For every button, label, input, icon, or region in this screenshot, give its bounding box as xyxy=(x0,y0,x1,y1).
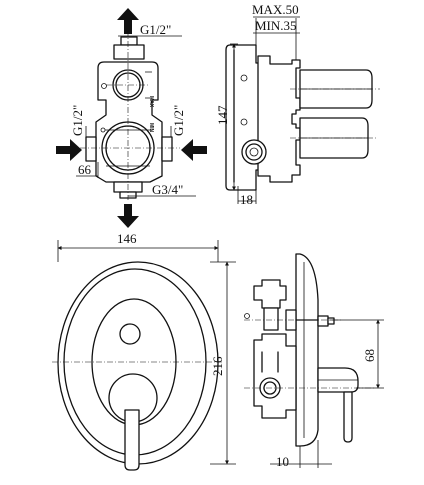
label-g-top: G1/2" xyxy=(140,22,171,37)
label-dim-10: 10 xyxy=(276,454,289,469)
label-dim-18: 18 xyxy=(240,192,253,207)
label-g-left: G1/2" xyxy=(70,105,85,136)
trim-plate-dimensions: 146 216 xyxy=(57,231,236,465)
front-view-dimensions: G1/2" G1/2" G1/2" 66 G3/4" xyxy=(70,22,196,197)
flow-arrow-down-icon xyxy=(117,204,139,228)
label-g-right: G1/2" xyxy=(171,105,186,136)
label-dim-66: 66 xyxy=(78,162,92,177)
flow-arrow-up-icon xyxy=(117,8,139,34)
trim-plate-front-view xyxy=(52,261,222,471)
flow-arrow-right-icon xyxy=(181,139,207,161)
trim-plate-side-view xyxy=(244,253,374,447)
label-min: MIN.35 xyxy=(255,18,297,33)
valve-body-side-view xyxy=(225,44,380,191)
valve-body-front-view: MAX MIN xyxy=(56,8,207,228)
side-view-dimensions: MAX.50 MIN.35 147 18 xyxy=(215,2,300,207)
trim-side-dimensions: 68 10 xyxy=(270,319,384,469)
label-max: MAX.50 xyxy=(252,2,299,17)
label-dim-216: 216 xyxy=(210,356,225,376)
label-dim-146: 146 xyxy=(117,231,137,246)
max-mark: MAX xyxy=(148,96,154,108)
flow-arrow-left-icon xyxy=(56,139,82,161)
min-mark: MIN xyxy=(148,123,154,133)
label-g-bottom: G3/4" xyxy=(152,182,183,197)
label-dim-147: 147 xyxy=(215,105,230,125)
label-dim-68: 68 xyxy=(362,349,377,362)
